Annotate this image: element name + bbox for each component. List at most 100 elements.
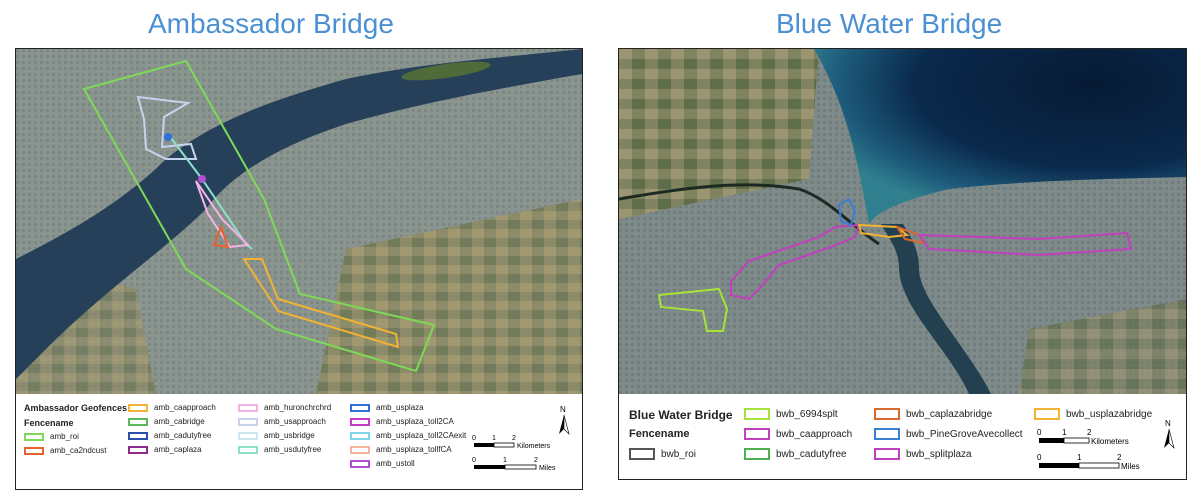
legend-label: bwb_caplazabridge [906,408,993,420]
legend-swatch [744,448,770,460]
legend-swatch [238,445,258,454]
legend-swatch [350,403,370,412]
legend-label: amb_usdutyfree [264,445,322,454]
legend-item-bwb_splitplaza: bwb_splitplaza [874,448,972,460]
legend-swatch [128,417,148,426]
legend-item-amb_usplaza_toll2caexit: amb_usplaza_toll2CAexit [350,431,466,440]
legend-label: bwb_roi [661,448,697,460]
legend-title: Blue Water Bridge [629,408,733,422]
km-tick-0: 0 [1037,428,1042,437]
legend-item-bwb_caapproach: bwb_caapproach [744,428,852,440]
mi-unit: Miles [1121,462,1140,471]
legend-item-amb_usdutyfree: amb_usdutyfree [238,445,321,454]
legend-label: amb_usplaza [376,403,424,412]
legend-swatch [744,408,770,420]
bluewater-legend: Blue Water Bridge Fencename bwb_roi bwb_6… [619,394,1186,479]
ambassador-satellite-map[interactable] [16,49,582,394]
fencename-label: Fencename [629,428,690,440]
legend-item-bwb_6994splt: bwb_6994splt [744,408,838,420]
legend-item-amb_usplaza_tollfca: amb_usplaza_tollfCA [350,445,452,454]
fencename-label: Fencename [24,418,74,428]
legend-swatch [128,403,148,412]
legend-label: amb_ustoll [376,459,415,468]
km-tick-2: 2 [512,435,516,442]
mi-tick-2: 2 [534,457,538,464]
legend-label: amb_roi [50,432,79,441]
legend-label: amb_usplaza_toll2CAexit [376,431,467,440]
legend-swatch [238,403,258,412]
legend-label: bwb_cadutyfree [776,448,847,460]
legend-swatch [629,448,655,460]
legend-swatch [1034,408,1060,420]
legend-swatch [128,445,148,454]
legend-item-bwb_caplazabridge: bwb_caplazabridge [874,408,992,420]
legend-swatch [350,445,370,454]
north-label: N [560,405,566,414]
legend-item-amb_caplaza: amb_caplaza [128,445,202,454]
mi-tick-1: 1 [503,457,507,464]
legend-label: amb_ca2ndcust [50,446,107,455]
legend-label: bwb_splitplaza [906,448,972,460]
north-arrow-icon: N [1164,419,1175,449]
right-map-title: Blue Water Bridge [776,8,1003,39]
legend-swatch [874,448,900,460]
legend-label: bwb_PineGroveAvecollect [906,428,1023,440]
mi-tick-2: 2 [1117,453,1122,462]
legend-item-bwb_cadutyfree: bwb_cadutyfree [744,448,847,460]
left-map-title: Ambassador Bridge [148,8,394,39]
legend-label: amb_usbridge [264,431,315,440]
legend-label: amb_cabridge [154,417,205,426]
legend-swatch [238,417,258,426]
legend-swatch [744,428,770,440]
mi-tick-0: 0 [1037,453,1042,462]
km-tick-0: 0 [472,435,476,442]
legend-label: bwb_usplazabridge [1066,408,1153,420]
legend-swatch [350,417,370,426]
legend-item-amb_cadutyfree: amb_cadutyfree [128,431,211,440]
legend-item-bwb_pinegroveavecollect: bwb_PineGroveAvecollect [874,428,1023,440]
legend-swatch [24,446,44,455]
legend-item-amb_caapproach: amb_caapproach [128,403,216,412]
legend-item-amb_roi: amb_roi [24,432,79,441]
legend-item-amb_ustoll: amb_ustoll [350,459,415,468]
legend-item-amb_usbridge: amb_usbridge [238,431,315,440]
km-tick-1: 1 [492,435,496,442]
legend-label: amb_cadutyfree [154,431,212,440]
km-tick-1: 1 [1062,428,1067,437]
legend-label: amb_usapproach [264,417,326,426]
legend-label: amb_usplaza_tollfCA [376,445,452,454]
legend-label: bwb_caapproach [776,428,853,440]
legend-item-bwb_usplazabridge: bwb_usplazabridge [1034,408,1152,420]
legend-item-amb_huronchrchrd: amb_huronchrchrd [238,403,331,412]
km-unit: Kilometers [1091,437,1129,446]
legend-label: amb_huronchrchrd [264,403,332,412]
mi-tick-0: 0 [472,457,476,464]
bluewater-panel: Blue Water Bridge Fencename bwb_roi bwb_6… [618,48,1187,480]
amb-roi-fence [82,59,436,373]
legend-label: amb_usplaza_toll2CA [376,417,454,426]
legend-swatch [24,432,44,441]
legend-swatch [238,431,258,440]
legend-item-bwb_roi: bwb_roi [629,448,696,460]
bluewater-satellite-map[interactable] [619,49,1186,394]
legend-title: Ambassador Geofences [24,403,128,413]
mi-unit: Miles [539,465,556,472]
legend-swatch [874,408,900,420]
mi-tick-1: 1 [1077,453,1082,462]
legend-swatch [350,459,370,468]
legend-label: amb_caapproach [154,403,216,412]
legend-item-amb_usplaza: amb_usplaza [350,403,424,412]
north-label: N [1165,419,1171,428]
legend-item-amb_cabridge: amb_cabridge [128,417,205,426]
km-unit: Kilometers [517,443,551,450]
legend-item-amb_usapproach: amb_usapproach [238,417,326,426]
legend-swatch [350,431,370,440]
legend-swatch [874,428,900,440]
legend-item-amb_ca2ndcust: amb_ca2ndcust [24,446,106,455]
scale-bar: 0 1 2 Kilometers 0 1 2 Miles [1037,428,1140,471]
north-arrow-icon: N [559,405,570,435]
legend-item-amb_usplaza_toll2ca: amb_usplaza_toll2CA [350,417,454,426]
legend-swatch [128,431,148,440]
